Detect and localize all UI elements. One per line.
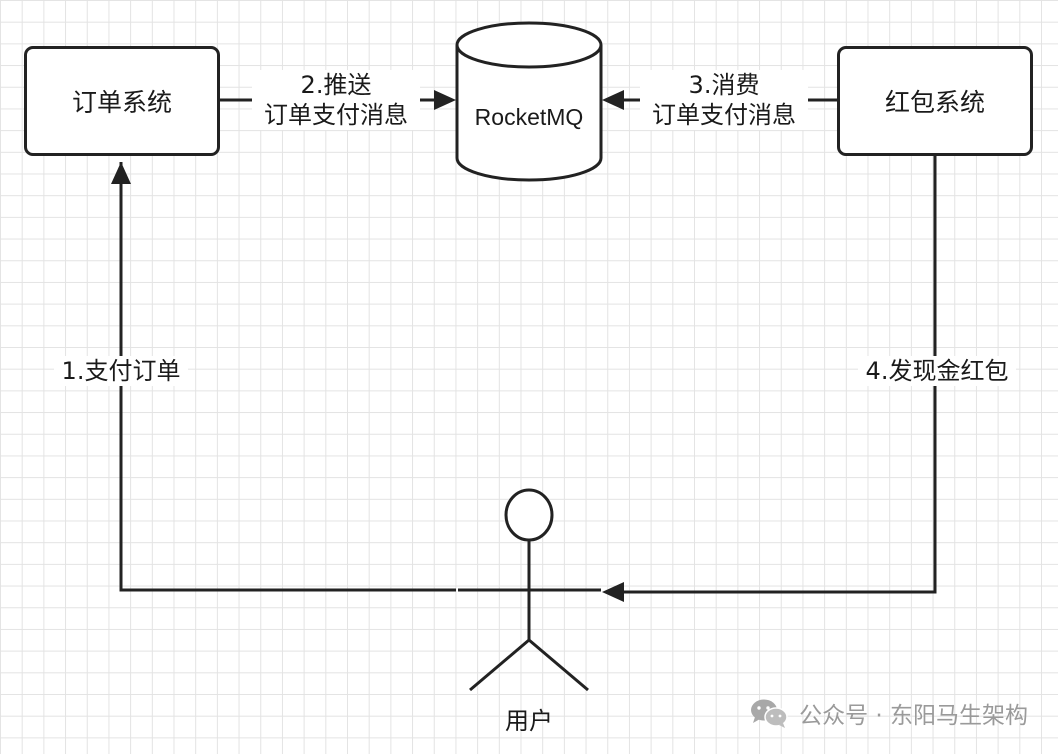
- rocketmq-label: RocketMQ: [474, 104, 584, 130]
- user-label: 用户: [505, 707, 553, 735]
- arrowhead-left-user: [602, 582, 624, 602]
- edge-redpacket-to-user: [620, 155, 937, 594]
- edge-label-send-cash: 4.发现金红包: [858, 356, 1016, 386]
- wechat-icon: [751, 699, 788, 728]
- user-stick-figure: [458, 488, 601, 692]
- arrowhead-up: [111, 162, 131, 184]
- edge-user-to-order: [119, 162, 456, 592]
- redpacket-system-label: 红包系统: [884, 88, 985, 117]
- rocketmq-cylinder: [455, 21, 603, 182]
- push-title: 2.推送: [300, 71, 372, 99]
- consume-body: 订单支付消息: [652, 101, 796, 129]
- edge-label-pay-order: 1.支付订单: [54, 356, 188, 386]
- arrowhead-right: [434, 90, 456, 110]
- edge-label-push: 2.推送 订单支付消息: [252, 70, 420, 130]
- order-system-box: 订单系统: [24, 46, 220, 156]
- arrowhead-left: [602, 90, 624, 110]
- push-body: 订单支付消息: [264, 101, 408, 129]
- edge-label-consume: 3.消费 订单支付消息: [640, 70, 808, 130]
- redpacket-system-box: 红包系统: [837, 46, 1033, 156]
- order-system-label: 订单系统: [71, 88, 172, 117]
- watermark: 公众号 · 东阳马生架构: [749, 696, 1028, 730]
- watermark-text: 公众号 · 东阳马生架构: [799, 703, 1028, 729]
- consume-title: 3.消费: [688, 71, 760, 99]
